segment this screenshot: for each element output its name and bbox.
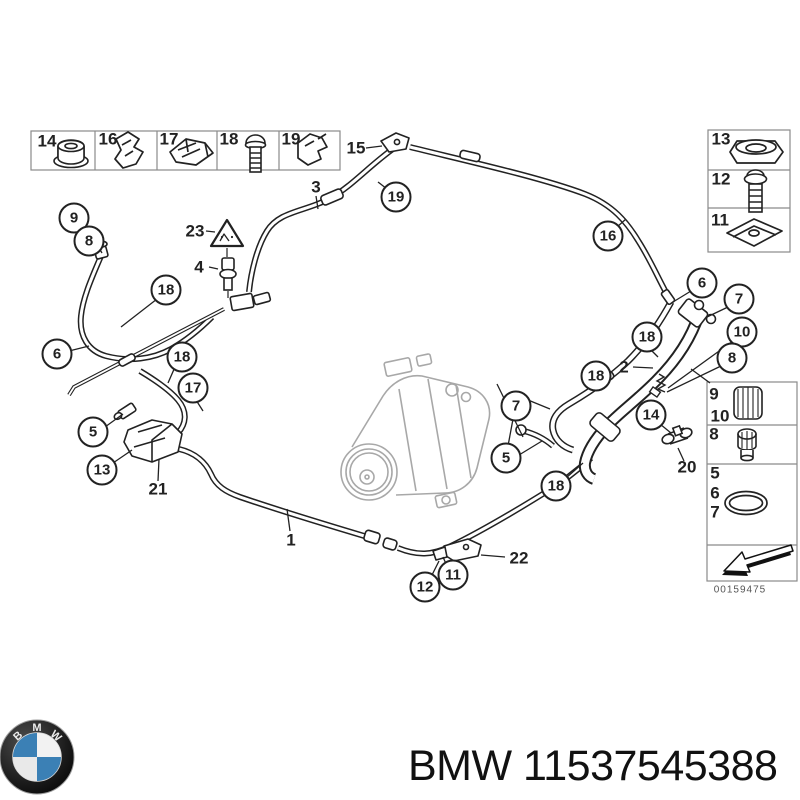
plastic-clip-icon [114, 131, 144, 169]
bracket-15 [380, 132, 410, 153]
flanged-nut-icon [53, 139, 89, 169]
parts-strip-box [30, 130, 341, 171]
pressure-sensor [219, 248, 237, 298]
bmw-roundel-logo: B M W [0, 719, 75, 795]
speed-nut-icon [726, 218, 783, 247]
o-ring-icon [724, 490, 768, 516]
hose-3 [246, 143, 399, 293]
holder-clip-icon [297, 133, 328, 166]
hose-clamp-20 [661, 424, 693, 445]
sealing-cap-large-icon [733, 386, 763, 420]
hose-2 [549, 300, 705, 485]
hex-bolt-icon [743, 169, 768, 213]
sealing-cap-small-icon [737, 428, 757, 462]
valve-bracket-13-21 [123, 419, 183, 463]
valve-spring [648, 373, 667, 399]
part-number-text: BMW 11537545388 [408, 742, 778, 790]
compressor-stub-hose [515, 424, 555, 449]
bracket-22 [432, 538, 482, 562]
warning-triangle-icon [209, 218, 245, 248]
leader-lines [68, 145, 734, 578]
compressor-drawing [340, 353, 491, 509]
direction-arrow-icon [722, 544, 794, 576]
hex-nut-icon [729, 139, 784, 164]
pipe-16 [409, 144, 671, 298]
thin-pipe [67, 307, 225, 397]
logo-letter-m: M [32, 722, 41, 734]
service-parts-box [706, 381, 798, 582]
expanding-clip-icon [169, 138, 214, 166]
screw-bolt-icon [244, 134, 267, 173]
image-watermark-number: 00159475 [713, 584, 767, 596]
left-hose-loop [77, 254, 215, 363]
junction-fitting [229, 291, 272, 312]
cluster-fitting-6-7 [660, 288, 717, 328]
